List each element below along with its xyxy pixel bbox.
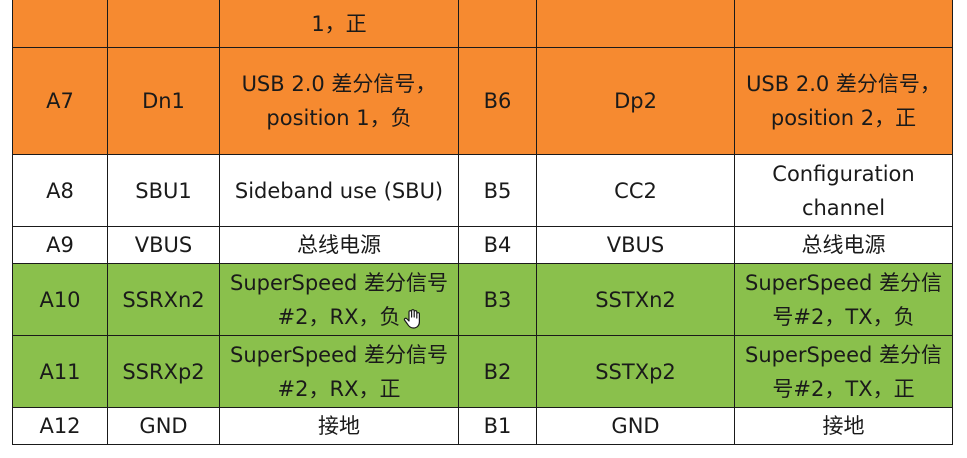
signal-a-cell: VBUS xyxy=(107,226,220,264)
table-row: A9 VBUS 总线电源 B4 VBUS 总线电源 xyxy=(12,226,953,264)
signal-a-cell: Dn1 xyxy=(107,47,220,155)
description-b-cell: SuperSpeed 差分信号#2，TX，负 xyxy=(734,263,953,336)
table-row: A12 GND 接地 B1 GND 接地 xyxy=(12,407,953,445)
signal-b-cell xyxy=(536,0,735,48)
pin-a-cell: A12 xyxy=(12,407,108,445)
pin-a-cell: A11 xyxy=(12,335,108,408)
signal-a-cell xyxy=(107,0,220,48)
signal-a-cell: GND xyxy=(107,407,220,445)
description-b-cell: Configuration channel xyxy=(734,154,953,227)
pin-a-cell: A9 xyxy=(12,226,108,264)
description-b-cell xyxy=(734,0,953,48)
signal-b-cell: SSTXn2 xyxy=(536,263,735,336)
signal-b-cell: CC2 xyxy=(536,154,735,227)
table-row: A7 Dn1 USB 2.0 差分信号，position 1，负 B6 Dp2 … xyxy=(12,47,953,155)
pin-b-cell: B2 xyxy=(458,335,537,408)
pin-b-cell: B5 xyxy=(458,154,537,227)
description-b-cell: USB 2.0 差分信号，position 2，正 xyxy=(734,47,953,155)
pin-a-cell: A7 xyxy=(12,47,108,155)
signal-a-cell: SSRXp2 xyxy=(107,335,220,408)
pin-b-cell: B4 xyxy=(458,226,537,264)
usb-c-pin-table: 1，正 A7 Dn1 USB 2.0 差分信号，position 1，负 B6 … xyxy=(12,0,953,445)
pin-b-cell: B6 xyxy=(458,47,537,155)
table-row: A11 SSRXp2 SuperSpeed 差分信号#2，RX，正 B2 SST… xyxy=(12,335,953,408)
signal-b-cell: SSTXp2 xyxy=(536,335,735,408)
description-b-cell: SuperSpeed 差分信号#2，TX，正 xyxy=(734,335,953,408)
pin-b-cell xyxy=(458,0,537,48)
description-b-cell: 总线电源 xyxy=(734,226,953,264)
hand-cursor-icon xyxy=(403,309,420,329)
signal-b-cell: Dp2 xyxy=(536,47,735,155)
pin-a-cell: A10 xyxy=(12,263,108,336)
description-a-cell: SuperSpeed 差分信号#2，RX，正 xyxy=(219,335,459,408)
signal-a-cell: SBU1 xyxy=(107,154,220,227)
description-b-cell: 接地 xyxy=(734,407,953,445)
signal-b-cell: VBUS xyxy=(536,226,735,264)
description-a-cell: USB 2.0 差分信号，position 1，负 xyxy=(219,47,459,155)
table-row: A10 SSRXn2 SuperSpeed 差分信号#2，RX，负 B3 SST… xyxy=(12,263,953,336)
pin-a-cell: A8 xyxy=(12,154,108,227)
description-a-cell: 总线电源 xyxy=(219,226,459,264)
table-row: A8 SBU1 Sideband use (SBU) B5 CC2 Config… xyxy=(12,154,953,227)
table-row: 1，正 xyxy=(12,0,953,48)
signal-b-cell: GND xyxy=(536,407,735,445)
signal-a-cell: SSRXn2 xyxy=(107,263,220,336)
pin-b-cell: B1 xyxy=(458,407,537,445)
pin-b-cell: B3 xyxy=(458,263,537,336)
description-a-cell: Sideband use (SBU) xyxy=(219,154,459,227)
description-a-cell: 接地 xyxy=(219,407,459,445)
description-a-cell: SuperSpeed 差分信号#2，RX，负 xyxy=(219,263,459,336)
pin-a-cell xyxy=(12,0,108,48)
description-a-cell: 1，正 xyxy=(219,0,459,48)
